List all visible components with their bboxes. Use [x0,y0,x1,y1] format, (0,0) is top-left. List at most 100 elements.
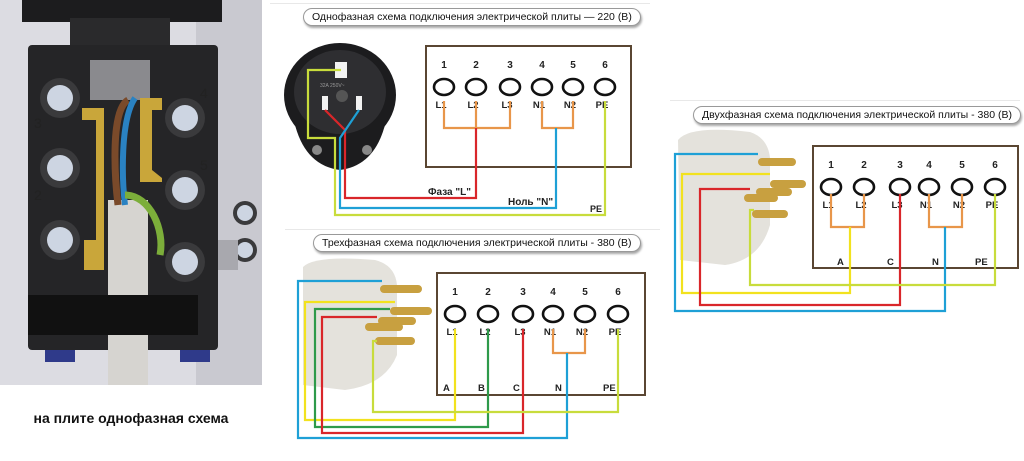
terminal-number: 2 [485,287,491,298]
neutral-wire-n [338,109,558,210]
green-yellow-wire [124,191,165,256]
three-phase-terminal-panel [436,272,646,396]
terminal-label: L2 [855,200,866,211]
phase-label: Фаза "L" [428,187,471,198]
phase-label-pe: PE [975,257,988,268]
terminal-number: 3 [520,287,526,298]
terminal-ring [950,177,974,197]
terminal-number: 4 [539,60,545,71]
earth-wire-pe [371,329,620,414]
phase-label-n: N [555,383,562,394]
terminal-label: N2 [953,200,965,211]
two-phase-title: Двухфазная схема подключения электрическ… [693,106,1021,124]
terminal-number: 3 [897,160,903,171]
phase-label-pe: PE [603,383,616,394]
terminal-ring [432,77,456,97]
two-phase-terminal-panel [812,145,1019,269]
phase-label-c: C [513,383,520,394]
terminal-block-illustration: 4 3 5 2 [0,0,262,385]
three-phase-title: Трехфазная схема подключения электрическ… [313,234,641,252]
terminal-number: 2 [473,60,479,71]
neutral-wire-n [296,279,569,440]
terminal-ring [888,177,912,197]
neutral-wire-n [673,152,947,313]
terminal-ring [530,77,554,97]
phase-wire-l [324,109,478,200]
terminal-label: L2 [467,100,478,111]
jumper-l1-l2-l3 [442,101,512,130]
terminal-number: 2 [861,160,867,171]
terminal-number: 4 [550,287,556,298]
phase-wire-a [680,172,852,295]
single-phase-terminal-panel [425,45,632,168]
terminal-ring [573,304,597,324]
terminal-ring [819,177,843,197]
terminal-ring [464,77,488,97]
brown-wire [111,96,131,206]
two-phase-plug [678,129,806,265]
terminal-label: N1 [544,327,557,338]
terminal-label: L3 [891,200,902,211]
terminal-ring [541,304,565,324]
photo-caption: на плите однофазная схема [33,410,229,426]
divider-top [270,3,650,4]
terminal-mark-5: 5 [200,157,208,173]
terminal-label: L1 [446,327,458,338]
brass-jumper-left [82,108,104,270]
terminal-ring [593,77,617,97]
phase-label-a: A [443,383,450,394]
terminal-number: 6 [602,60,608,71]
terminal-number: 1 [828,160,834,171]
phase-wire-a [303,300,457,422]
terminal-label: L3 [501,100,512,111]
cable-clamp [28,295,198,335]
terminal-label: L3 [514,327,525,338]
terminal-ring [852,177,876,197]
terminal-number: 3 [507,60,513,71]
earth-label: PE [590,204,602,214]
terminal-block-photo: 4 3 5 2 [0,0,262,385]
blue-wire [119,96,138,206]
phase-wire-b [313,307,490,429]
terminal-number: 6 [992,160,998,171]
terminal-label: PE [986,200,999,211]
jumper-l1-l2 [829,194,866,229]
terminal-number: 5 [582,287,588,298]
terminal-ring [983,177,1007,197]
divider-right [670,100,1020,101]
terminal-number: 4 [926,160,932,171]
phase-label-c: C [887,257,894,268]
jumper-n1-n2 [540,101,575,130]
terminal-number: 6 [615,287,621,298]
terminal-mark-2: 2 [34,187,42,203]
phase-label-b: B [478,383,485,394]
terminal-number: 5 [570,60,576,71]
phase-wire-c [698,187,902,307]
divider-middle [285,229,660,230]
phase-label-n: N [932,257,939,268]
terminal-ring [917,177,941,197]
phase-label-a: A [837,257,844,268]
terminal-label: N2 [564,100,576,111]
neutral-label: Ноль "N" [508,197,553,208]
brass-jumper-right [140,98,162,182]
cover-top [22,0,222,22]
jumper-n1-n2 [551,329,587,355]
terminal-label: N2 [576,327,588,338]
earth-wire-pe [748,194,997,287]
terminal-label: L1 [435,100,447,111]
terminal-number: 1 [441,60,447,71]
terminal-ring [561,77,585,97]
terminal-ring [606,304,630,324]
terminal-mark-4: 4 [200,85,208,101]
terminal-label: L1 [822,200,834,211]
terminal-number: 5 [959,160,965,171]
cable-sheath [108,200,148,385]
single-phase-title: Однофазная схема подключения электрическ… [303,8,641,26]
